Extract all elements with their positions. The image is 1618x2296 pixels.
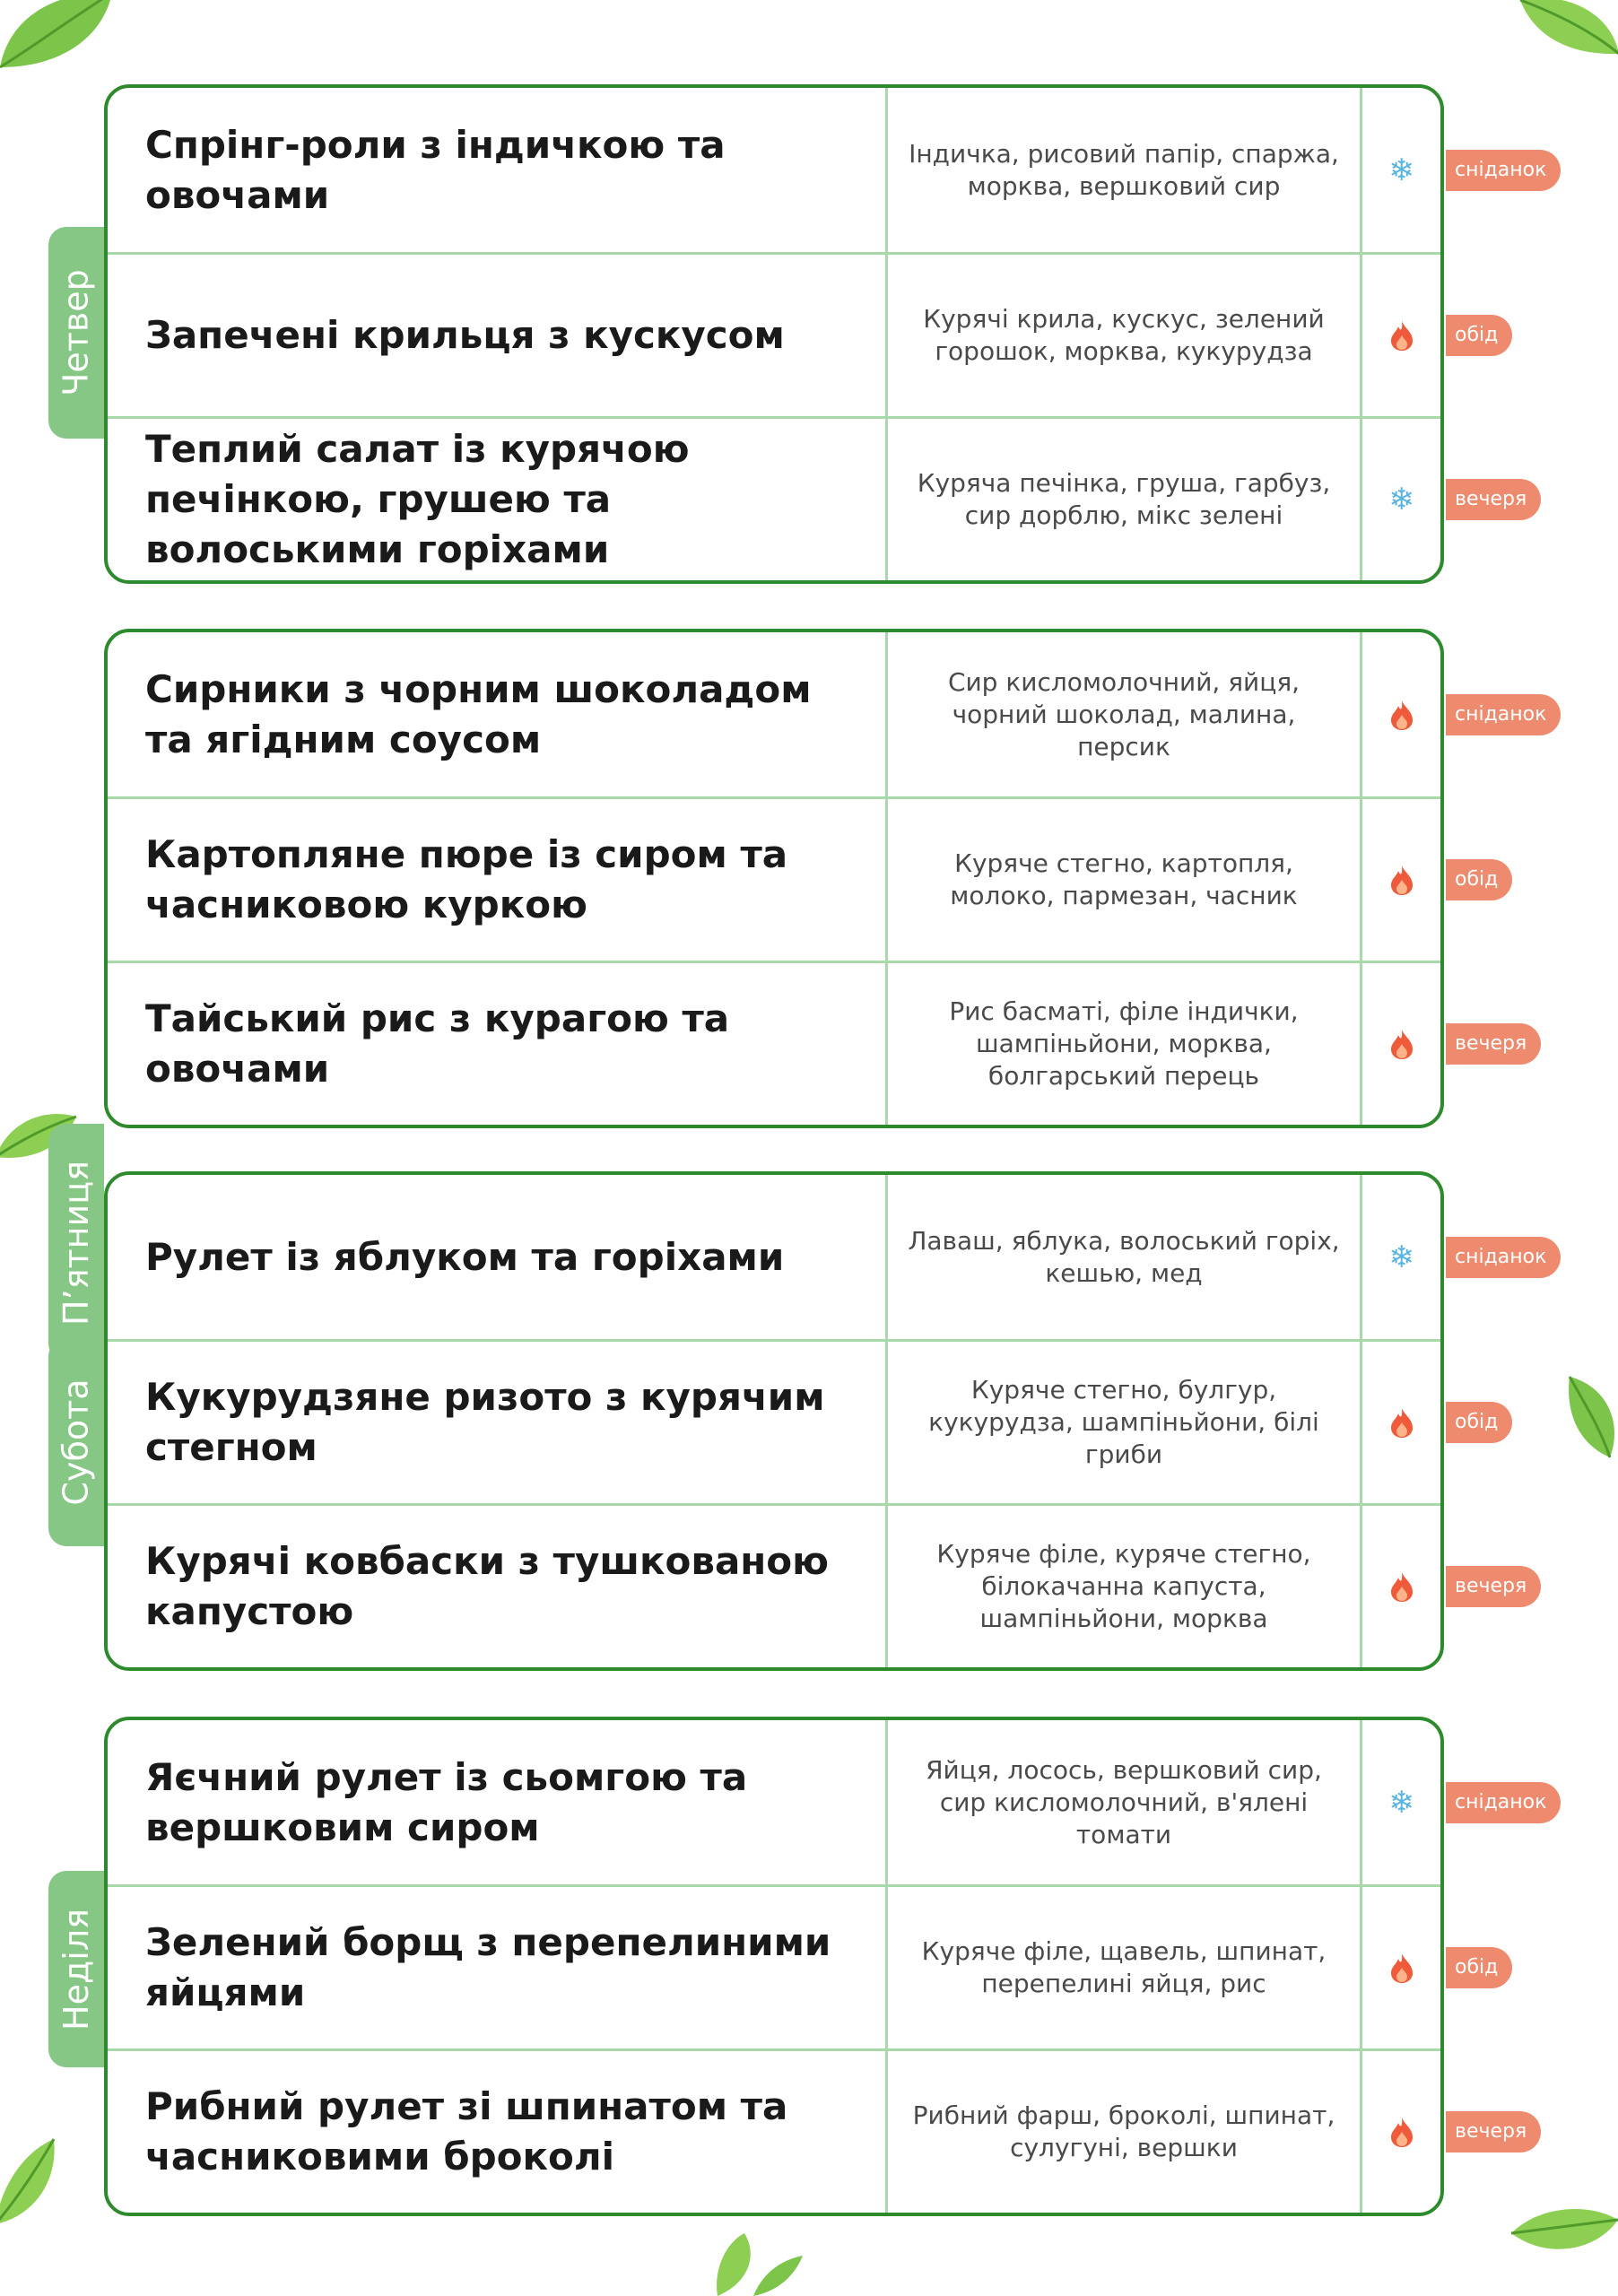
dish-ingredients: Куряче філе, щавель, шпинат, перепелині … bbox=[885, 1887, 1362, 2048]
dish-ingredients: Індичка, рисовий папір, спаржа, морква, … bbox=[885, 88, 1362, 252]
fire-icon bbox=[1390, 2118, 1413, 2147]
meal-type-tag: сніданок bbox=[1446, 1236, 1561, 1278]
temperature-icon-cell bbox=[1362, 255, 1440, 416]
dish-name: Запечені крильця з кускусом bbox=[145, 313, 785, 357]
dish-name: Рулет із яблуком та горіхами bbox=[145, 1234, 785, 1279]
temperature-icon-cell bbox=[1362, 632, 1440, 796]
meal-type-tag: сніданок bbox=[1446, 693, 1561, 735]
day-name: Неділя bbox=[57, 1908, 96, 2031]
meal-row: Яєчний рулет із сьомгою та вершковим сир… bbox=[108, 1720, 1561, 1884]
day-label: Четвер bbox=[48, 227, 104, 439]
dish-name: Яєчний рулет із сьомгою та вершковим сир… bbox=[145, 1754, 748, 1849]
dish-ingredients: Яйця, лосось, вершковий сир, сир кисломо… bbox=[885, 1720, 1362, 1884]
day-name: Четвер bbox=[57, 269, 96, 396]
fire-icon bbox=[1390, 1030, 1413, 1059]
meal-type-tag: обід bbox=[1446, 1947, 1513, 1988]
dish-ingredients: Курячі крила, кускус, зелений горошок, м… bbox=[885, 255, 1362, 416]
dish-ingredients: Куряче філе, куряче стегно, білокачанна … bbox=[885, 1506, 1362, 1667]
day-block-2: П’ятниця Сирники з чорним шоколадом та я… bbox=[48, 629, 1561, 1361]
meal-row: Спрінг-роли з індичкою та овочами Індичк… bbox=[108, 88, 1561, 252]
dish-name: Курячі ковбаски з тушкованою капустою bbox=[145, 1539, 829, 1633]
temperature-icon-cell bbox=[1362, 799, 1440, 961]
leaf-decoration-icon bbox=[1519, 0, 1618, 56]
dish-ingredients: Сир кисломолочний, яйця, чорний шоколад,… bbox=[885, 632, 1362, 796]
day-name: П’ятниця bbox=[57, 1160, 97, 1326]
dish-ingredients: Лаваш, яблука, волоський горіх, кешью, м… bbox=[885, 1175, 1362, 1339]
meal-type-tag: вечеря bbox=[1446, 1566, 1542, 1607]
meal-type-tag: обід bbox=[1446, 315, 1513, 356]
temperature-icon-cell: ❄ bbox=[1362, 1175, 1440, 1339]
dish-ingredients: Куряча печінка, груша, гарбуз, сир дорбл… bbox=[885, 419, 1362, 580]
dish-name: Тайський рис з курагою та овочами bbox=[145, 996, 730, 1091]
meal-type-tag: вечеря bbox=[1446, 2111, 1542, 2152]
leaf-decoration-icon bbox=[717, 2233, 803, 2296]
meal-row: Теплий салат із курячою печінкою, грушею… bbox=[108, 416, 1542, 580]
fire-icon bbox=[1390, 865, 1413, 895]
fire-icon bbox=[1390, 321, 1413, 351]
meal-row: Тайський рис з курагою та овочами Рис ба… bbox=[108, 961, 1542, 1125]
day-label: Неділя bbox=[48, 1871, 104, 2067]
meal-row: Рулет із яблуком та горіхами Лаваш, яблу… bbox=[108, 1175, 1561, 1339]
leaf-decoration-icon bbox=[1510, 2209, 1618, 2249]
day-block-3: Субота Рулет із яблуком та горіхами Лава… bbox=[48, 1171, 1561, 1671]
dish-ingredients: Рибний фарш, броколі, шпинат, сулугуні, … bbox=[885, 2051, 1362, 2213]
day-block-1: Четвер Спрінг-роли з індичкою та овочами… bbox=[48, 84, 1561, 584]
temperature-icon-cell: ❄ bbox=[1362, 419, 1440, 580]
day-name: Субота bbox=[57, 1378, 97, 1506]
fire-icon bbox=[1390, 700, 1413, 730]
dish-name: Сирники з чорним шоколадом та ягідним со… bbox=[145, 666, 812, 761]
fire-icon bbox=[1390, 1408, 1413, 1438]
dish-name: Картопляне пюре із сиром та часниковою к… bbox=[145, 832, 788, 926]
leaf-decoration-icon bbox=[0, 0, 110, 69]
day-label: Субота bbox=[48, 1338, 104, 1546]
snowflake-icon: ❄ bbox=[1388, 482, 1414, 517]
dish-name: Теплий салат із курячою печінкою, грушею… bbox=[145, 427, 690, 571]
meal-row: Картопляне пюре із сиром та часниковою к… bbox=[108, 796, 1513, 961]
meal-row: Кукурудзяне ризото з курячим стегном Кур… bbox=[108, 1339, 1513, 1503]
meal-type-tag: сніданок bbox=[1446, 1781, 1561, 1823]
fire-icon bbox=[1390, 1572, 1413, 1602]
temperature-icon-cell bbox=[1362, 1887, 1440, 2048]
fire-icon bbox=[1390, 1953, 1413, 1983]
dish-ingredients: Куряче стегно, булгур, кукурудза, шампін… bbox=[885, 1342, 1362, 1503]
meal-type-tag: сніданок bbox=[1446, 149, 1561, 191]
snowflake-icon: ❄ bbox=[1388, 1784, 1414, 1821]
dish-ingredients: Рис басматі, філе індички, шампіньйони, … bbox=[885, 963, 1362, 1125]
meal-type-tag: обід bbox=[1446, 1402, 1513, 1443]
temperature-icon-cell bbox=[1362, 963, 1440, 1125]
leaf-decoration-icon bbox=[1568, 1376, 1614, 1458]
temperature-icon-cell: ❄ bbox=[1362, 1720, 1440, 1884]
snowflake-icon: ❄ bbox=[1388, 1239, 1414, 1275]
day-label: П’ятниця bbox=[48, 1124, 104, 1361]
dish-name: Зелений борщ з перепелиними яйцями bbox=[145, 1920, 831, 2014]
temperature-icon-cell bbox=[1362, 1342, 1440, 1503]
meal-type-tag: вечеря bbox=[1446, 1023, 1542, 1065]
dish-name: Рибний рулет зі шпинатом та часниковими … bbox=[145, 2084, 788, 2179]
meal-row: Сирники з чорним шоколадом та ягідним со… bbox=[108, 632, 1561, 796]
temperature-icon-cell bbox=[1362, 2051, 1440, 2213]
meal-type-tag: обід bbox=[1446, 859, 1513, 900]
meal-row: Запечені крильця з кускусом Курячі крила… bbox=[108, 252, 1513, 416]
meal-row: Рибний рулет зі шпинатом та часниковими … bbox=[108, 2048, 1542, 2213]
leaf-decoration-icon bbox=[0, 1114, 77, 1158]
snowflake-icon: ❄ bbox=[1388, 152, 1414, 188]
dish-name: Кукурудзяне ризото з курячим стегном bbox=[145, 1375, 825, 1469]
dish-ingredients: Куряче стегно, картопля, молоко, пармеза… bbox=[885, 799, 1362, 961]
dish-name: Спрінг-роли з індичкою та овочами bbox=[145, 122, 726, 217]
meal-type-tag: вечеря bbox=[1446, 479, 1542, 520]
meal-row: Курячі ковбаски з тушкованою капустою Ку… bbox=[108, 1503, 1542, 1667]
temperature-icon-cell bbox=[1362, 1506, 1440, 1667]
day-block-4: Неділя Яєчний рулет із сьомгою та вершко… bbox=[48, 1717, 1561, 2216]
meal-row: Зелений борщ з перепелиними яйцями Куряч… bbox=[108, 1884, 1513, 2048]
temperature-icon-cell: ❄ bbox=[1362, 88, 1440, 252]
leaf-decoration-icon bbox=[0, 2138, 56, 2223]
